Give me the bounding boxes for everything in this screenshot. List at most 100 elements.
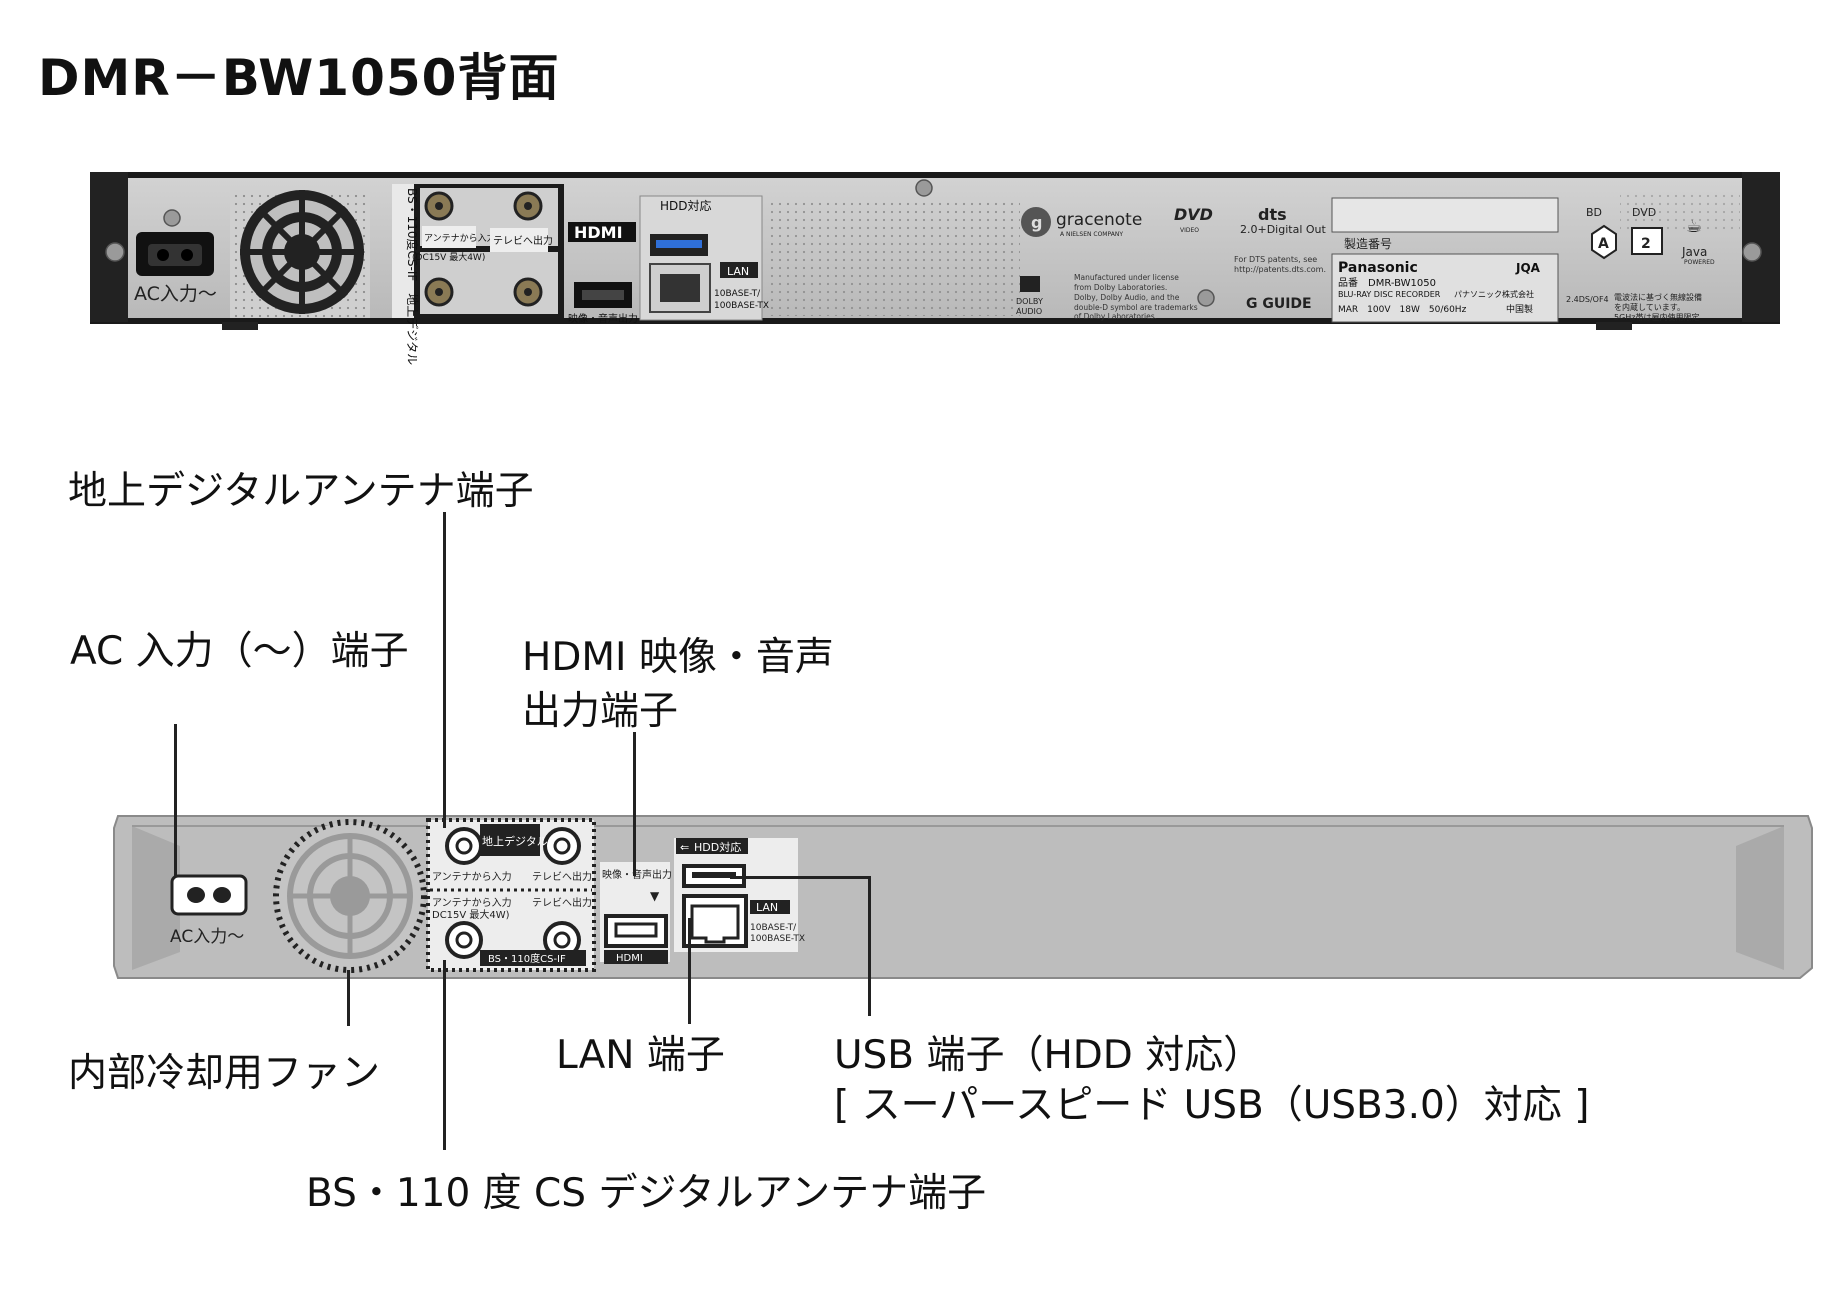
callout-usb-line2: [ スーパースピード USB（USB3.0）対応 ] xyxy=(834,1083,1590,1128)
callout-line-bs xyxy=(443,960,446,1150)
dvd-region-icon xyxy=(1631,227,1663,255)
hdmi-arrow-icon: ▼ xyxy=(650,889,660,903)
photo-screws xyxy=(105,179,1762,307)
photo-dolby-text2: from Dolby Laboratories. xyxy=(1074,283,1167,292)
photo-dts-logo: dts xyxy=(1258,205,1287,224)
photo-base-label2: 100BASE-TX xyxy=(714,301,769,311)
photo-bd-label: BD xyxy=(1586,206,1602,219)
photo-hdmi-logo-plate xyxy=(568,222,636,242)
photo-rating-label xyxy=(1331,253,1559,323)
diagram-bs-in-connector xyxy=(445,921,483,959)
gracenote-logo-icon xyxy=(1021,207,1051,237)
diagram-hdd-label: HDD対応 xyxy=(694,840,741,854)
photo-gracenote-sub: A NIELSEN COMPANY xyxy=(1060,231,1123,238)
screw-icon xyxy=(1742,242,1762,262)
diagram-hdmi-label: 映像・音声出力 xyxy=(602,868,672,881)
screw-icon xyxy=(105,242,125,262)
callout-hdmi-line1: HDMI 映像・音声 xyxy=(522,635,834,680)
callout-line-usb-h xyxy=(730,876,870,879)
photo-bs-power-label: (DC15V 最大4W) xyxy=(412,251,485,263)
page-title: DMR－BW1050背面 xyxy=(38,49,560,107)
back-panel-diagram: AC入力～ 地上デジタル アンテナから入力 テレビへ出力 アンテナから入力 DC… xyxy=(113,815,1813,979)
callout-lan: LAN 端子 xyxy=(556,1033,725,1078)
photo-antenna-in-label: アンテナから入力 xyxy=(424,232,496,244)
photo-made-in: 中国製 xyxy=(1506,303,1533,315)
diagram-antenna-in-label: アンテナから入力 xyxy=(432,870,512,883)
photo-radio-line1: 電波法に基づく無線設備 xyxy=(1614,292,1702,302)
callout-ac-input: AC 入力（～）端子 xyxy=(70,629,409,674)
callout-line-lan xyxy=(688,918,691,1024)
callout-usb-line1: USB 端子（HDD 対応） xyxy=(834,1033,1263,1078)
screw-icon xyxy=(163,209,181,227)
diagram-base-label1: 10BASE-T/ xyxy=(750,923,797,933)
photo-hdmi-label: 映像・音声出力 xyxy=(568,312,638,325)
screw-icon xyxy=(1197,289,1215,307)
java-cup-icon: ☕ xyxy=(1686,216,1702,237)
callout-terrestrial-antenna: 地上デジタルアンテナ端子 xyxy=(68,469,534,514)
diagram-bs-power-label: DC15V 最大4W) xyxy=(432,908,510,921)
diagram-base-label2: 100BASE-TX xyxy=(750,934,805,944)
diagram-bs-tv-out-label: テレビへ出力 xyxy=(532,896,592,909)
callout-cooling-fan: 内部冷却用ファン xyxy=(68,1051,381,1096)
photo-wifi-code: 2.4DS/OF4 xyxy=(1566,295,1609,304)
photo-java-label: Java xyxy=(1681,245,1707,259)
photo-hdmi-logo: HDMI xyxy=(574,223,623,242)
photo-radio-line2: を内蔵しています。 xyxy=(1614,302,1685,312)
svg-text:g: g xyxy=(1031,213,1042,232)
photo-type-line: BLU-RAY DISC RECORDER xyxy=(1338,290,1441,299)
photo-fan-icon xyxy=(230,190,370,318)
diagram-terrestrial-out-connector xyxy=(543,827,581,865)
photo-gguide: G GUIDE xyxy=(1246,296,1312,312)
callout-bs-cs-antenna: BS・110 度 CS デジタルアンテナ端子 xyxy=(306,1171,987,1216)
diagram-hdmi-logo: HDMI xyxy=(616,953,643,964)
callout-line-hdmi xyxy=(633,732,636,876)
svg-text:BS・110度CS-IF 地上デジタル: BS・110度CS-IF 地上デジタル xyxy=(405,188,420,365)
photo-maker: パナソニック株式会社 xyxy=(1454,289,1534,299)
photo-dts-patent2: http://patents.dts.com. xyxy=(1234,265,1326,274)
photo-dts-patent1: For DTS patents, see xyxy=(1234,255,1317,264)
diagram-terrestrial-label: 地上デジタル xyxy=(482,834,548,848)
photo-serial-label: 製造番号 xyxy=(1344,237,1392,251)
photo-dvd-region-label: DVD xyxy=(1632,206,1656,219)
photo-java-sub: POWERED xyxy=(1684,259,1715,266)
bd-region-icon xyxy=(1591,224,1617,260)
dolby-logo-icon xyxy=(1020,276,1040,292)
photo-lan-label: LAN xyxy=(727,265,749,278)
callout-line-terrestrial xyxy=(443,512,446,828)
photo-dvd-logo: DVD xyxy=(1174,205,1213,224)
photo-dolby-label2: AUDIO xyxy=(1016,307,1042,316)
photo-dolby-text4: double-D symbol are trademarks xyxy=(1074,303,1198,312)
diagram-fan-icon xyxy=(273,819,427,973)
usb-icon: ⇐ xyxy=(680,841,689,854)
photo-spec-line: MAR 100V 18W 50/60Hz xyxy=(1338,305,1467,315)
photo-dolby-text5: of Dolby Laboratories. xyxy=(1074,312,1157,321)
photo-ac-label: AC入力～ xyxy=(134,283,217,305)
diagram-lan-label: LAN xyxy=(756,901,778,914)
diagram-ac-inlet xyxy=(170,874,248,916)
photo-brand: Panasonic xyxy=(1338,260,1418,276)
callout-line-fan xyxy=(347,970,350,1026)
diagram-ac-label: AC入力～ xyxy=(170,927,244,947)
photo-antenna-block: BS・110度CS-IF 地上デジタル アンテナから入力 (DC15V 最大4W… xyxy=(392,184,564,365)
photo-base-label1: 10BASE-T/ xyxy=(714,289,761,299)
diagram-bs-antenna-in-label: アンテナから入力 xyxy=(432,896,512,909)
photo-right-bracket xyxy=(1742,172,1780,322)
callout-line-usb-v xyxy=(868,876,871,1016)
photo-radio-line3: 5GHz帯は屋内使用限定 xyxy=(1614,312,1700,322)
photo-dvd-sub: VIDEO xyxy=(1180,227,1199,234)
photo-serial-box xyxy=(1331,197,1559,233)
diagram-tv-out-label: テレビへ出力 xyxy=(532,870,592,883)
photo-region-a: A xyxy=(1598,236,1609,252)
photo-dts-sub: 2.0+Digital Out xyxy=(1240,223,1327,236)
screw-icon xyxy=(915,179,933,197)
photo-gracenote: gracenote xyxy=(1056,210,1142,230)
photo-dolby-text3: Dolby, Dolby Audio, and the xyxy=(1074,293,1180,302)
photo-tv-out-label: テレビへ出力 xyxy=(493,234,553,247)
photo-model-line: 品番 DMR-BW1050 xyxy=(1338,277,1436,289)
diagram-terrestrial-in-connector xyxy=(445,827,483,865)
photo-jqa: JQA xyxy=(1515,261,1541,275)
photo-dolby-text1: Manufactured under license xyxy=(1074,273,1179,282)
photo-hdd-label: HDD対応 xyxy=(660,199,712,213)
callout-line-ac xyxy=(174,724,177,876)
